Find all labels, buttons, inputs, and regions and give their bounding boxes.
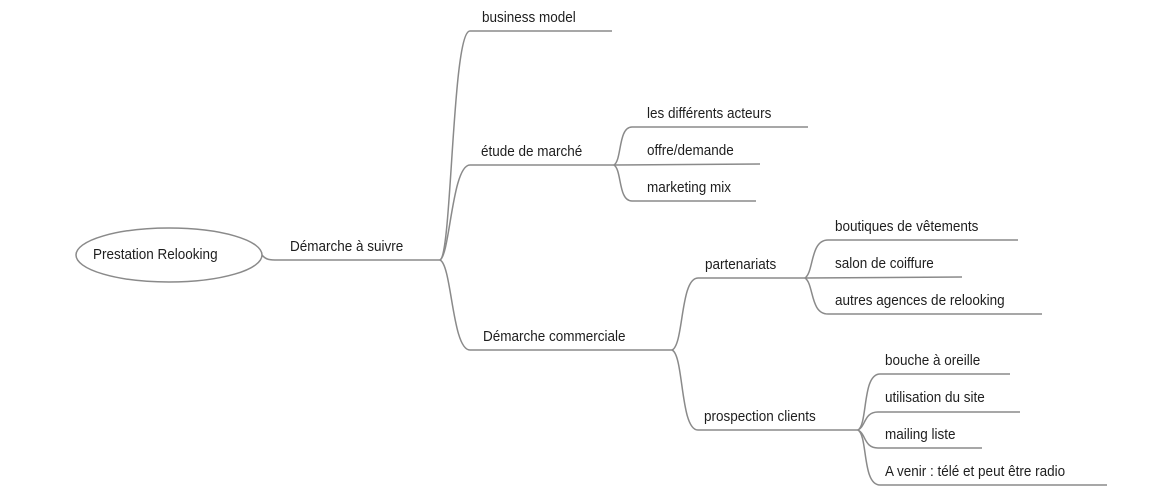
root-node-label[interactable]: Prestation Relooking: [93, 246, 218, 263]
connector-marketing: [613, 164, 756, 202]
connector-etude-marche: [439, 164, 614, 261]
node-demarche-a-suivre[interactable]: Démarche à suivre: [290, 238, 404, 255]
node-mailing-liste[interactable]: mailing liste: [885, 426, 956, 443]
node-prospection-clients[interactable]: prospection clients: [704, 408, 816, 425]
node-offre-demande[interactable]: offre/demande: [647, 142, 734, 159]
connector-boutiques: [804, 239, 1018, 279]
connector-bouche: [857, 373, 1010, 431]
connector-autres: [804, 277, 1042, 315]
node-demarche-commerciale[interactable]: Démarche commerciale: [483, 328, 626, 345]
connector-utilisation: [857, 411, 1020, 431]
node-boutiques-de-vetements[interactable]: boutiques de vêtements: [835, 218, 979, 235]
node-business-model[interactable]: business model: [482, 9, 576, 26]
node-marketing-mix[interactable]: marketing mix: [647, 179, 732, 196]
connector-prospection: [671, 349, 858, 431]
connector-partenariats: [671, 277, 805, 351]
connector-avenir: [857, 429, 1107, 486]
node-a-venir[interactable]: A venir : télé et peut être radio: [885, 463, 1066, 480]
connector-business-model: [439, 30, 612, 261]
node-bouche-a-oreille[interactable]: bouche à oreille: [885, 352, 981, 369]
node-les-differents-acteurs[interactable]: les différents acteurs: [647, 105, 772, 122]
node-salon-de-coiffure[interactable]: salon de coiffure: [835, 255, 934, 272]
connector-root-level1: [261, 254, 440, 261]
connector-demarche-commerciale: [439, 259, 672, 351]
connector-offre: [613, 163, 761, 166]
node-etude-de-marche[interactable]: étude de marché: [481, 143, 583, 160]
connector-acteurs: [613, 126, 808, 166]
connector-salon: [804, 276, 963, 279]
node-autres-agences[interactable]: autres agences de relooking: [835, 292, 1005, 309]
node-partenariats[interactable]: partenariats: [705, 256, 777, 273]
node-utilisation-du-site[interactable]: utilisation du site: [885, 389, 985, 406]
